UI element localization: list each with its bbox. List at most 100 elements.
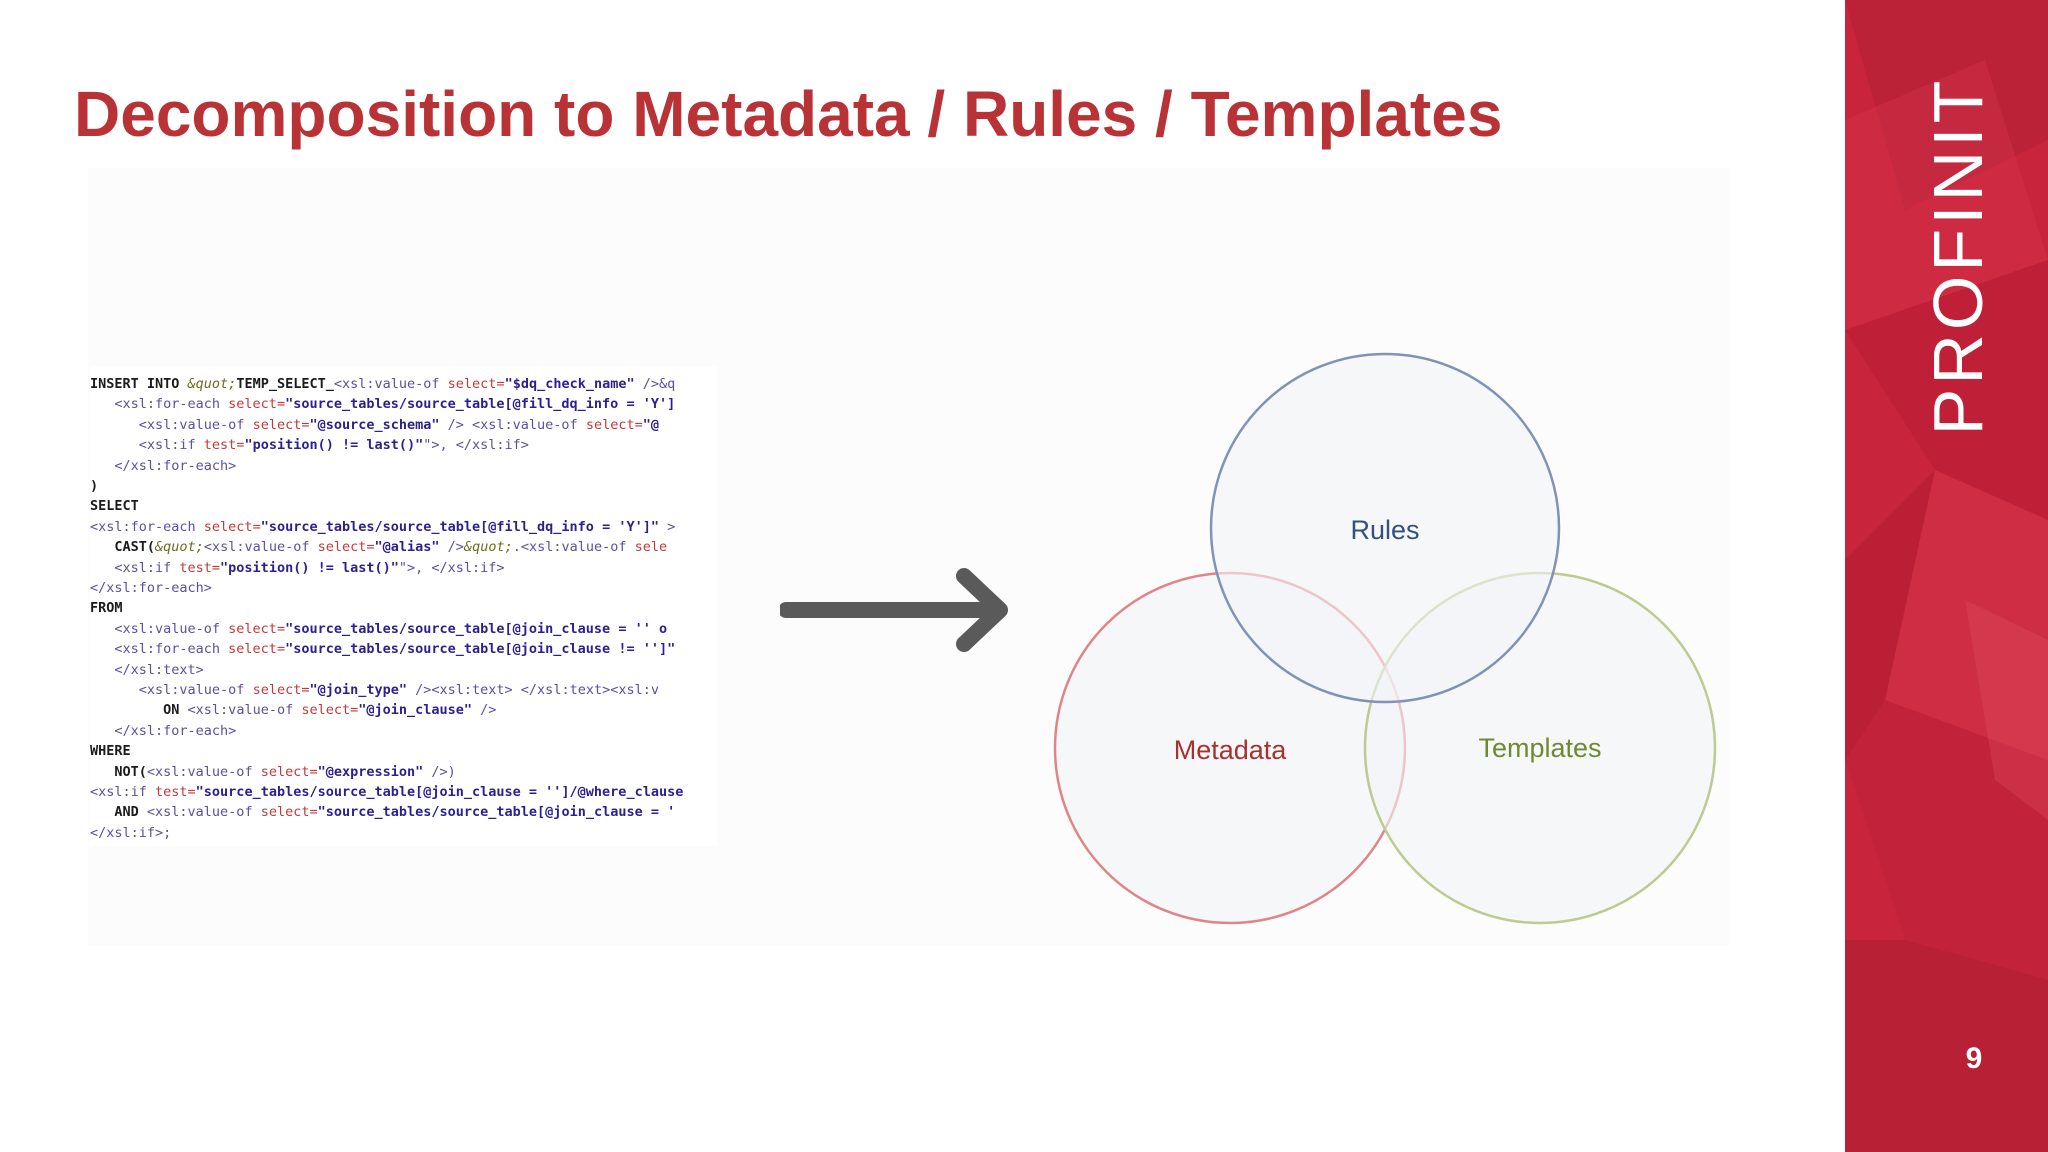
arrow-right-icon (780, 568, 1008, 652)
code-token: select= (301, 702, 359, 719)
code-token: /><xsl:text> </xsl:text><xsl:v (407, 682, 659, 698)
code-line: ) (90, 476, 98, 496)
code-token: AND (90, 804, 147, 821)
code-line: AND <xsl:value-of select="source_tables/… (90, 802, 675, 822)
code-token: "source_tables/source_table[@join_clause… (285, 641, 676, 658)
code-token: INSERT INTO (90, 376, 188, 392)
code-token: "$dq_check_name" (504, 376, 635, 392)
code-token: select= (228, 396, 286, 413)
slide-title: Decomposition to Metadata / Rules / Temp… (74, 78, 1503, 150)
code-token: &quot; (463, 539, 513, 556)
code-token: &quot; (155, 539, 204, 556)
code-token: ) (90, 478, 99, 494)
code-token: SELECT (90, 498, 139, 515)
code-token: test= (179, 559, 221, 576)
code-line: <xsl:if test="source_tables/source_table… (90, 782, 683, 802)
sidebar-pattern (1845, 0, 2048, 1152)
code-token: WHERE (90, 743, 131, 760)
code-line: </xsl:for-each> (90, 721, 236, 741)
code-token: "source_tables/source_table[@join_clause… (317, 804, 676, 821)
code-token: <xsl:if (90, 784, 156, 800)
code-token: "@ (642, 416, 659, 433)
code-token: select= (252, 682, 310, 698)
brand-sidebar (1845, 0, 2048, 1152)
code-line: INSERT INTO &quot;TEMP_SELECT_<xsl:value… (90, 374, 675, 394)
code-token: select= (585, 416, 643, 433)
code-token: &quot; (187, 376, 237, 392)
code-line: <xsl:if test="position() != last()"">, <… (90, 435, 529, 455)
code-line: WHERE (90, 741, 131, 761)
code-token: />&q (634, 376, 676, 392)
code-token: TEMP_SELECT_ (236, 376, 334, 392)
code-token: <xsl:value-of (146, 763, 261, 780)
code-token: test= (155, 784, 196, 800)
code-token: /> <xsl:value-of (439, 416, 586, 433)
code-token: <xsl:value-of (203, 539, 318, 556)
code-token: select= (228, 641, 286, 658)
code-token: <xsl:value-of (187, 702, 302, 719)
code-token: <xsl:if (90, 437, 204, 454)
code-line: </xsl:for-each> (90, 456, 236, 476)
code-token: <xsl:value-of (90, 416, 253, 433)
brand-logo-text: PROFINIT (1919, 76, 1997, 436)
code-token: </xsl:for-each> (90, 457, 237, 474)
code-token: select= (260, 804, 318, 821)
code-token: "source_tables/source_table[@fill_dq_inf… (285, 396, 676, 413)
code-line: SELECT (90, 496, 139, 516)
code-line: </xsl:for-each> (90, 578, 212, 598)
code-token: </xsl:for-each> (90, 722, 237, 739)
code-line: <xsl:value-of select="source_tables/sour… (90, 619, 667, 639)
code-token: </xsl:for-each> (90, 580, 212, 596)
code-token: <xsl:for-each (90, 518, 204, 535)
code-token: .<xsl:value-of (512, 539, 635, 556)
code-token: > (658, 518, 676, 535)
code-token: select= (203, 518, 261, 535)
code-token: ">, </xsl:if> (398, 559, 505, 576)
code-token: </xsl:text> (90, 661, 204, 678)
code-line: ON <xsl:value-of select="@join_clause" /… (90, 700, 496, 720)
venn-label-rules: Rules (1350, 515, 1419, 545)
code-token: "@alias" (374, 539, 440, 556)
code-token: CAST( (90, 539, 156, 556)
code-token: NOT( (90, 763, 147, 780)
code-line: <xsl:for-each select="source_tables/sour… (90, 639, 675, 659)
code-line: <xsl:value-of select="@source_schema" />… (90, 415, 659, 435)
code-token: "@expression" (317, 763, 424, 780)
code-token: ON (90, 702, 188, 719)
code-token: "source_tables/source_table[@fill_dq_inf… (260, 518, 659, 535)
code-line: CAST(&quot;<xsl:value-of select="@alias"… (90, 537, 667, 557)
code-token: ">, </xsl:if> (423, 437, 529, 454)
code-token: select= (260, 763, 318, 780)
code-token: "source_tables/source_table[@join_clause… (195, 784, 684, 800)
code-token: "@join_type" (309, 682, 408, 698)
code-token: select= (317, 539, 375, 556)
code-token: "position() != last()" (244, 437, 424, 454)
code-token: "@join_clause" (358, 702, 473, 719)
code-line: FROM (90, 598, 123, 618)
code-token: select= (252, 416, 310, 433)
code-token: select= (228, 620, 286, 637)
code-token: <xsl:if (90, 559, 180, 576)
code-token: test= (203, 437, 245, 454)
page-number: 9 (1965, 1042, 1983, 1075)
code-line: </xsl:text> (90, 660, 204, 680)
venn-circle-rules (1209, 352, 1561, 704)
code-token: />) (423, 763, 456, 780)
code-token: "position() != last()" (220, 559, 399, 576)
code-line: <xsl:if test="position() != last()"">, <… (90, 558, 505, 578)
code-token: sele (634, 539, 668, 556)
venn-label-metadata: Metadata (1174, 735, 1288, 765)
code-snippet: INSERT INTO &quot;TEMP_SELECT_<xsl:value… (90, 366, 717, 846)
code-token: <xsl:for-each (90, 396, 229, 413)
code-line: NOT(<xsl:value-of select="@expression" /… (90, 762, 456, 782)
code-line: </xsl:if>; (90, 823, 171, 843)
code-token: "source_tables/source_table[@join_clause… (285, 620, 668, 637)
code-token: </xsl:if>; (90, 824, 172, 841)
code-token: <xsl:value-of (90, 620, 229, 637)
code-token: /> (439, 539, 464, 556)
code-token: <xsl:value-of (146, 804, 261, 821)
code-token: "@source_schema" (309, 416, 440, 433)
venn-label-templates: Templates (1478, 733, 1601, 763)
code-token: FROM (90, 600, 123, 617)
